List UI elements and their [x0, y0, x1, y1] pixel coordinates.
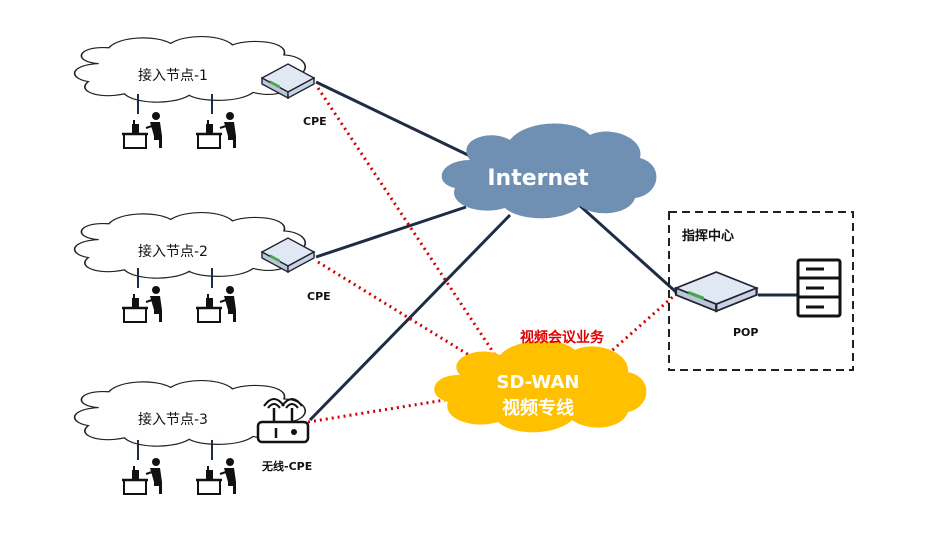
pop-label: POP	[733, 326, 758, 339]
site1-label: 接入节点-1	[138, 67, 208, 84]
workstation-user-icon	[194, 438, 238, 496]
solid-links	[308, 80, 798, 422]
wireless-router-icon	[256, 398, 310, 444]
router-icon	[674, 270, 758, 313]
server-icon	[796, 258, 842, 318]
wireless-cpe-label: 无线-CPE	[261, 459, 312, 473]
sdwan-line1: SD-WAN	[497, 372, 580, 393]
cpe2-label: CPE	[307, 290, 331, 303]
workstation-user-icon	[120, 438, 164, 496]
internet-label: Internet	[487, 166, 589, 191]
sdwan-line2: 视频专线	[502, 397, 574, 419]
service-label: 视频会议业务	[520, 329, 605, 346]
site3-label: 接入节点-3	[138, 411, 208, 428]
workstation-user-icon	[194, 92, 238, 150]
sdwan-cloud: SD-WAN 视频专线	[434, 340, 647, 433]
command-center-box	[668, 211, 854, 371]
internet-cloud: Internet	[441, 123, 657, 219]
site2-label: 接入节点-2	[138, 243, 208, 260]
cpe1-label: CPE	[303, 115, 327, 128]
command-center-title: 指挥中心	[682, 228, 734, 244]
